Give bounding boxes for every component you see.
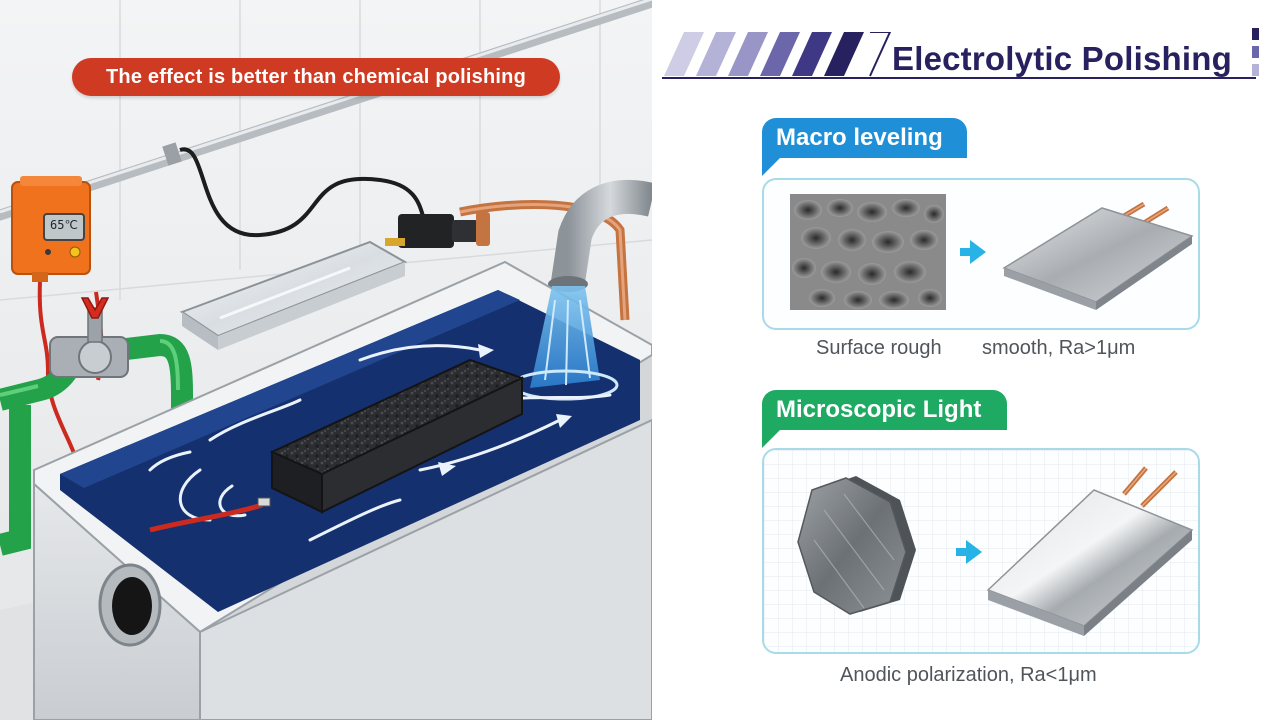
tab-tail xyxy=(762,430,780,448)
macro-leveling-visual xyxy=(790,194,1194,310)
right-arrow-icon xyxy=(960,240,986,264)
macro-leveling-card xyxy=(762,178,1200,330)
rough-workpiece xyxy=(269,358,525,514)
factory-scene xyxy=(0,0,652,720)
electropolishing-illustration: 65℃ The effect is better than chemical p… xyxy=(0,0,652,720)
rough-texture-icon xyxy=(790,194,946,310)
caption-anodic-polarization: Anodic polarization, Ra<1μm xyxy=(840,664,1097,686)
valve-icon xyxy=(49,297,129,378)
polished-plate-icon xyxy=(986,466,1194,636)
overhead-conduit xyxy=(0,0,652,221)
microscopic-light-card xyxy=(762,448,1200,654)
caption-smooth: smooth, Ra>1μm xyxy=(982,337,1136,359)
caption-surface-rough: Surface rough xyxy=(816,337,942,359)
tab-macro-leveling: Macro leveling xyxy=(762,118,967,158)
tab-microscopic-light: Microscopic Light xyxy=(762,390,1007,430)
benefit-banner: The effect is better than chemical polis… xyxy=(72,58,560,96)
title-underline xyxy=(662,77,1256,79)
header-stripes-icon xyxy=(664,32,892,77)
thermostat-icon xyxy=(11,176,91,282)
flow-arrows xyxy=(438,344,572,476)
right-arrow-icon xyxy=(956,540,982,564)
page-title: Electrolytic Polishing xyxy=(892,40,1232,77)
info-panel: Electrolytic Polishing Macro leveling xyxy=(652,0,1280,720)
header-accent-dots xyxy=(1252,28,1260,82)
electrode-plate-icon xyxy=(179,240,408,350)
microscopic-light-visual xyxy=(764,450,1198,652)
tab-tail xyxy=(762,158,780,176)
thermostat-display: 65℃ xyxy=(50,218,78,232)
metal-hexagon-icon xyxy=(797,476,916,615)
smooth-plate-icon xyxy=(1002,201,1194,310)
cable-clamp xyxy=(385,212,490,248)
